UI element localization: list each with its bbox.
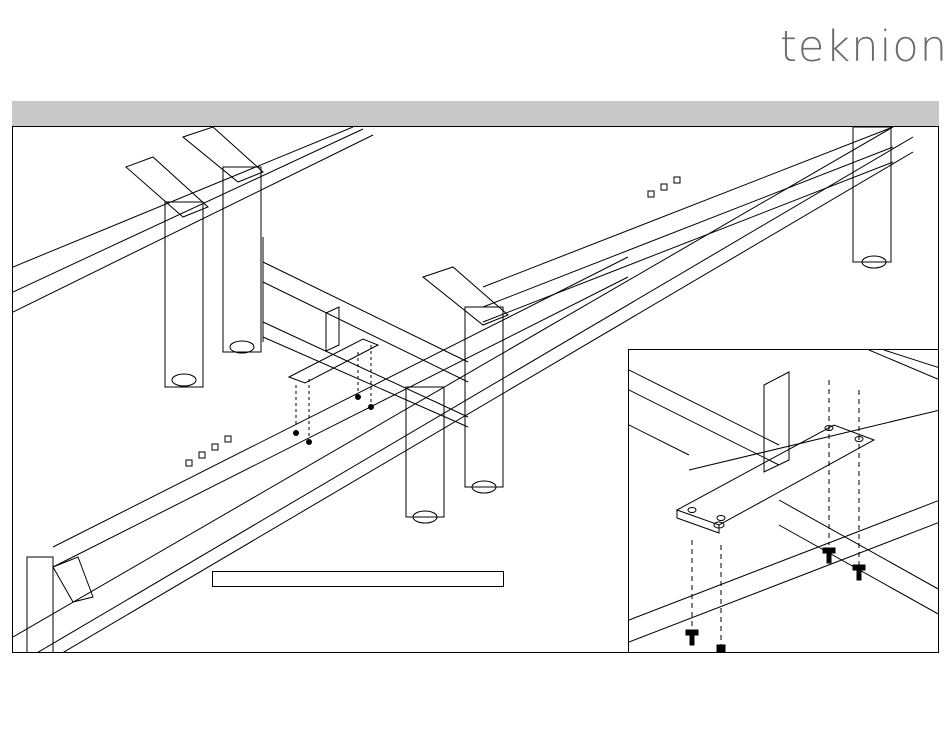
center-bracket [289,307,378,383]
detail-inset [628,349,939,653]
back-beam [13,127,893,322]
beam-ports [186,177,680,466]
title-band [12,101,939,126]
cross-member [263,237,468,427]
bracket-screw-detail-icon [629,350,939,653]
inset-screw-guides [692,380,859,645]
caption-box [212,571,504,587]
inset-beams [629,350,939,642]
teknion-logo: teknion [780,26,948,69]
inset-bracket [677,372,874,533]
